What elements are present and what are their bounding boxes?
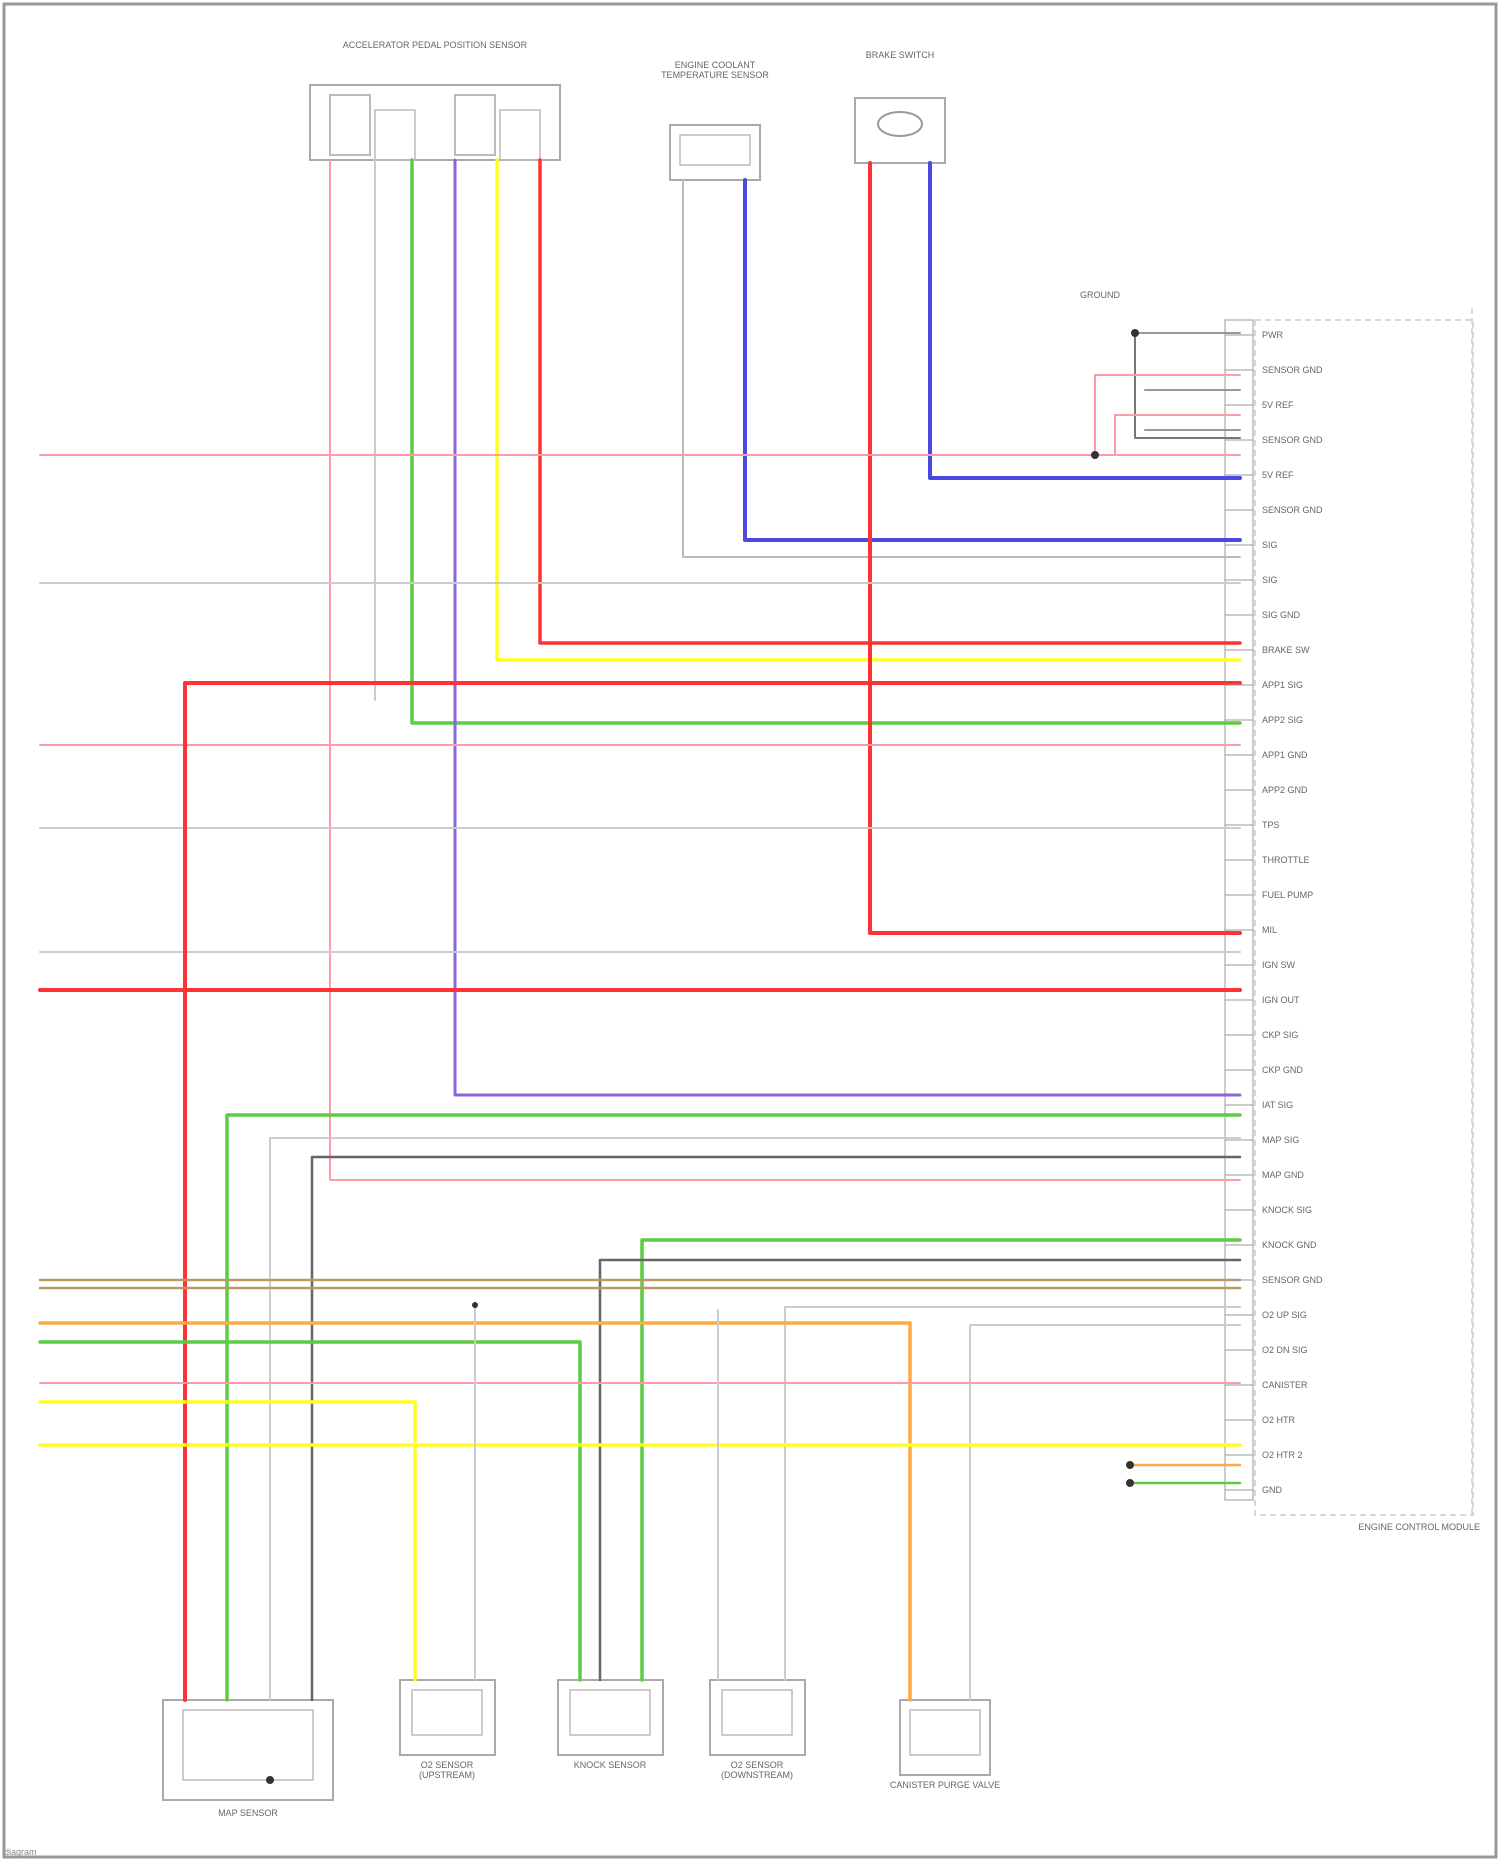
knock-sensor [558, 1680, 663, 1755]
wire-gray-ect [683, 180, 1240, 557]
ecm-pin-label: O2 HTR [1262, 1415, 1295, 1425]
wire-red-map [185, 683, 1240, 1700]
o2-sensor-upstream [400, 1680, 495, 1755]
engine-coolant-temp-sensor [670, 125, 760, 180]
ecm-connector [1225, 308, 1473, 1515]
ecm-pin-label: TPS [1262, 820, 1280, 830]
ecm-pin-label: IGN OUT [1262, 995, 1300, 1005]
ecm-pin-label: FUEL PUMP [1262, 890, 1313, 900]
ecm-pin-label: APP1 SIG [1262, 680, 1303, 690]
ecm-pin-label: SIG [1262, 540, 1278, 550]
wire-green-map [227, 1115, 1240, 1700]
ecm-pin-label: SENSOR GND [1262, 505, 1323, 515]
wire-blue-ect [745, 180, 1240, 540]
wire-green-o2up [40, 1342, 580, 1680]
ecm-pin-label: BRAKE SW [1262, 645, 1310, 655]
ecm-label: ENGINE CONTROL MODULE [1340, 1522, 1480, 1532]
ground-label: GROUND [1050, 290, 1120, 300]
ecm-pin-label: KNOCK GND [1262, 1240, 1317, 1250]
ecm-pin-label: APP2 SIG [1262, 715, 1303, 725]
ecm-pin-label: SENSOR GND [1262, 1275, 1323, 1285]
ecm-pin-label: CKP SIG [1262, 1030, 1298, 1040]
ecm-pin-label: IGN SW [1262, 960, 1295, 970]
ecm-pin-label: APP2 GND [1262, 785, 1308, 795]
ecm-pin-label: O2 UP SIG [1262, 1310, 1307, 1320]
ect-sensor-label: ENGINE COOLANT TEMPERATURE SENSOR [655, 60, 775, 80]
accel-pedal-sensor [310, 85, 560, 160]
ecm-pin-label: SIG GND [1262, 610, 1300, 620]
wire-gray-canister [970, 1325, 1240, 1700]
brake-switch [855, 98, 945, 163]
o2-downstream-label: O2 SENSOR (DOWNSTREAM) [707, 1760, 807, 1780]
ecm-pin-label: KNOCK SIG [1262, 1205, 1312, 1215]
ecm-pin-label: APP1 GND [1262, 750, 1308, 760]
accel-pedal-label: ACCELERATOR PEDAL POSITION SENSOR [325, 40, 545, 50]
wire-red-brake [870, 163, 1240, 933]
ecm-pin-label: 5V REF [1262, 400, 1294, 410]
map-sensor-label: MAP SENSOR [173, 1808, 323, 1818]
wire-purple-app [455, 160, 1240, 1095]
splice-dots [266, 329, 1139, 1784]
footer-note: diagram [4, 1847, 37, 1857]
ecm-pin-label: MAP SIG [1262, 1135, 1299, 1145]
o2-sensor-downstream [710, 1680, 805, 1755]
ecm-pin-label: MAP GND [1262, 1170, 1304, 1180]
ecm-pin-label: CKP GND [1262, 1065, 1303, 1075]
ecm-pin-label: PWR [1262, 330, 1283, 340]
canister-purge-label: CANISTER PURGE VALVE [885, 1780, 1005, 1790]
wire-gray-o2dn [785, 1307, 1240, 1680]
ecm-pin-label: SIG [1262, 575, 1278, 585]
map-sensor [163, 1700, 333, 1800]
canister-purge-valve [900, 1700, 990, 1775]
knock-sensor-label: KNOCK SENSOR [560, 1760, 660, 1770]
ecm-pin-label: SENSOR GND [1262, 435, 1323, 445]
wire-pink-app [330, 160, 1240, 1180]
ecm-pin-label: GND [1262, 1485, 1282, 1495]
ecm-pin-label: O2 DN SIG [1262, 1345, 1308, 1355]
ecm-pin-label: 5V REF [1262, 470, 1294, 480]
ecm-pin-label: MIL [1262, 925, 1277, 935]
ecm-pin-label: IAT SIG [1262, 1100, 1293, 1110]
ecm-pin-ticks [1225, 335, 1253, 1490]
ecm-pin-label: SENSOR GND [1262, 365, 1323, 375]
brake-switch-label: BRAKE SWITCH [850, 50, 950, 60]
o2-upstream-label: O2 SENSOR (UPSTREAM) [397, 1760, 497, 1780]
ecm-pin-label: CANISTER [1262, 1380, 1308, 1390]
ecm-pin-label: O2 HTR 2 [1262, 1450, 1303, 1460]
ecm-pin-label: THROTTLE [1262, 855, 1310, 865]
